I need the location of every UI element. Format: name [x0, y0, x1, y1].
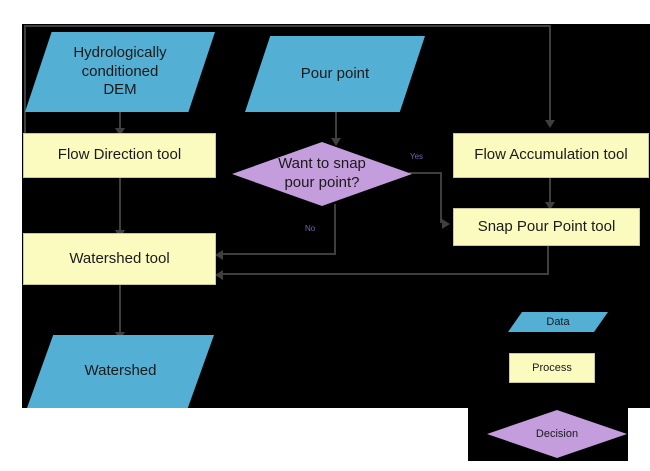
arrowhead-snap-to-watershed-tool — [215, 270, 223, 280]
connector-pour-point-to-decision — [335, 112, 337, 141]
legend-label-process: Process — [532, 362, 572, 374]
connector-snap-to-watershed-vertical — [547, 246, 549, 274]
arrowhead-to-flow-direction — [115, 128, 125, 136]
legend-label-data: Data — [546, 316, 570, 328]
legend-item-data: Data — [508, 312, 608, 332]
node-watershed-tool[interactable]: Watershed tool — [23, 233, 216, 285]
node-label-want-to-snap: Want to snap pour point? — [278, 155, 366, 191]
node-label-watershed: Watershed — [84, 362, 157, 380]
connector-no-horizontal — [222, 253, 336, 255]
connector-accumulation-to-snap — [549, 178, 551, 205]
connector-no-vertical — [334, 204, 336, 255]
legend-label-decision: Decision — [535, 428, 579, 440]
node-label-snap-pour-point-tool: Snap Pour Point tool — [477, 217, 616, 235]
node-hydrologically-conditioned-dem[interactable]: Hydrologically conditioned DEM — [25, 32, 215, 112]
connector-dem-to-flow-direction — [119, 112, 121, 131]
node-watershed[interactable]: Watershed — [27, 335, 214, 408]
node-pour-point[interactable]: Pour point — [245, 36, 425, 112]
arrowhead-no-to-watershed-tool — [215, 250, 223, 260]
connector-yes-vertical — [440, 172, 442, 223]
node-label-hydro-dem: Hydrologically conditioned DEM — [73, 43, 167, 99]
connector-down-to-accumulation — [549, 25, 551, 122]
connector-dem-left-gutter — [24, 25, 26, 157]
connector-snap-to-watershed-horizontal — [222, 273, 549, 275]
connector-yes-horizontal — [409, 172, 442, 174]
arrowhead-to-snap-pour-point — [545, 202, 555, 210]
connector-watershed-tool-to-watershed — [119, 285, 121, 335]
connector-flow-direction-to-watershed-tool — [119, 178, 121, 233]
node-snap-pour-point-tool[interactable]: Snap Pour Point tool — [453, 208, 640, 246]
node-flow-accumulation-tool[interactable]: Flow Accumulation tool — [453, 133, 649, 178]
arrowhead-to-decision — [331, 138, 341, 146]
connector-dem-to-accumulation-top — [24, 25, 550, 27]
arrowhead-yes-to-snap-pour-point — [442, 219, 450, 229]
node-flow-direction-tool[interactable]: Flow Direction tool — [23, 133, 216, 178]
node-label-pour-point: Pour point — [300, 64, 370, 82]
edge-label-no: No — [305, 224, 316, 233]
node-label-flow-accumulation-tool: Flow Accumulation tool — [474, 146, 628, 164]
node-label-flow-direction-tool: Flow Direction tool — [57, 146, 182, 164]
edge-label-yes: Yes — [410, 152, 424, 161]
legend-item-process: Process — [509, 353, 595, 383]
node-label-watershed-tool: Watershed tool — [69, 249, 170, 267]
arrowhead-to-flow-accumulation — [545, 120, 555, 128]
